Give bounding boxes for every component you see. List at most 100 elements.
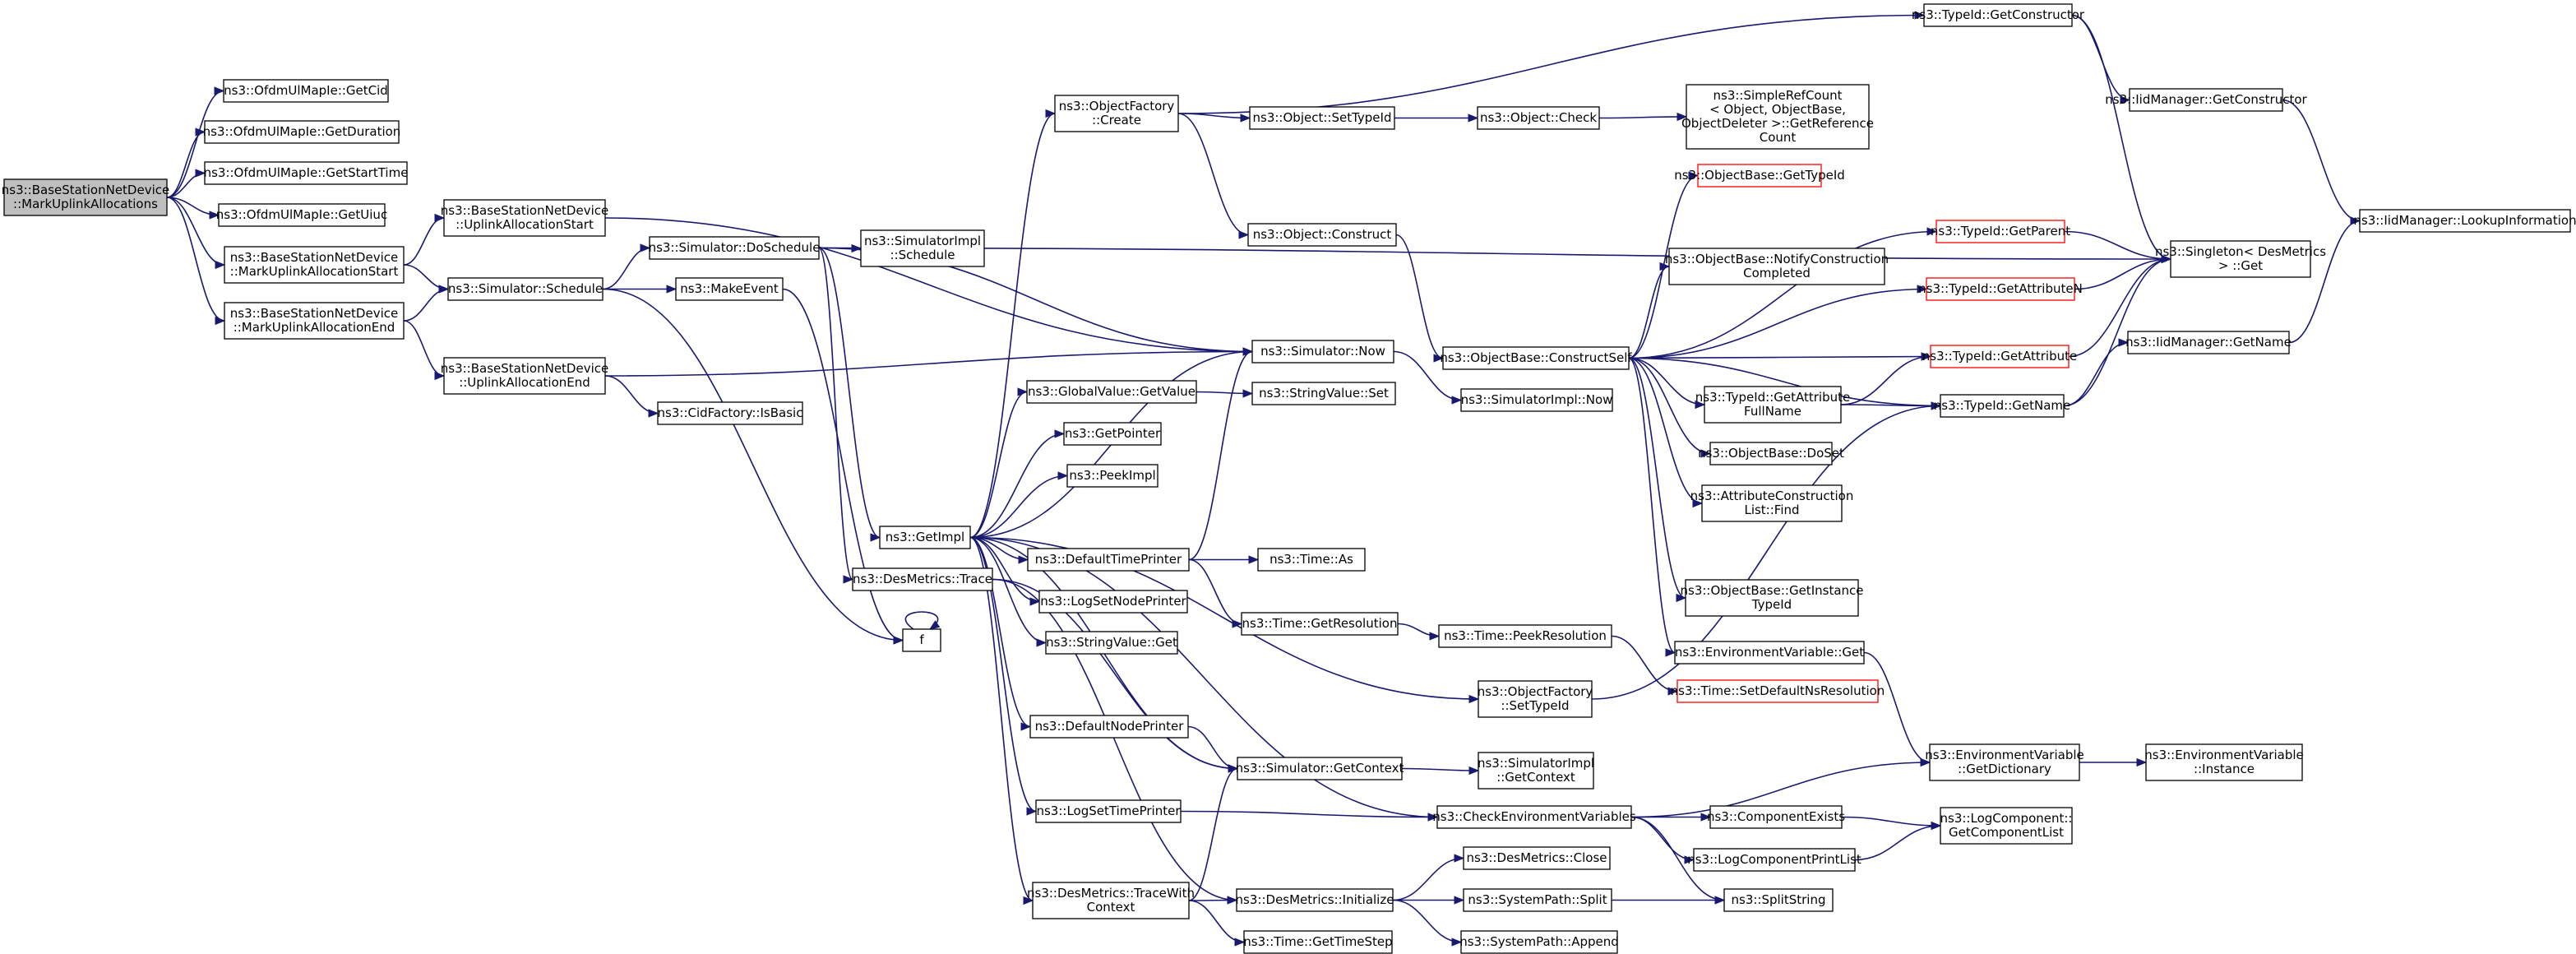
node-obgettypeid[interactable]: ns3::ObjectBase::GetTypeId (1674, 164, 1845, 188)
node-envinstance[interactable]: ns3::EnvironmentVariable::Instance (2144, 743, 2304, 781)
node-envdict[interactable]: ns3::EnvironmentVariable::GetDictionary (1925, 743, 2084, 781)
node-objcheck[interactable]: ns3::Object::Check (1477, 106, 1600, 130)
node-f[interactable]: f (902, 628, 941, 652)
node-label: ::SetTypeId (1501, 698, 1569, 713)
node-schedule[interactable]: ns3::Simulator::Schedule (447, 277, 604, 301)
node-checkenv[interactable]: ns3::CheckEnvironmentVariables (1432, 805, 1636, 829)
edge-getimpl-to-tracewithctx (969, 536, 1034, 905)
node-getpointer[interactable]: ns3::GetPointer (1063, 422, 1162, 446)
node-deftimeprinter[interactable]: ns3::DefaultTimePrinter (1027, 548, 1190, 572)
node-logcompget[interactable]: ns3::LogComponent::GetComponentList (1940, 807, 2073, 845)
node-ofcreate[interactable]: ns3::ObjectFactory::Create (1054, 95, 1179, 132)
node-setobjtypeid[interactable]: ns3::Object::SetTypeId (1249, 106, 1395, 130)
edge-ofsettypeid-to-tigetname (1591, 401, 1942, 700)
node-simplerefcount[interactable]: ns3::SimpleRefCount< Object, ObjectBase,… (1681, 84, 1874, 150)
edge-tigetconstructor-to-iidgetconstructor (2071, 14, 2131, 104)
node-label: ns3::TypeId::GetAttribute (1922, 349, 2077, 364)
node-cidisbasic[interactable]: ns3::CidFactory::IsBasic (657, 401, 803, 425)
node-label: < Object, ObjectBase, (1709, 102, 1846, 117)
node-desclose[interactable]: ns3::DesMetrics::Close (1463, 846, 1611, 870)
node-markstart[interactable]: ns3::BaseStationNetDevice::MarkUplinkAll… (224, 246, 405, 284)
node-setdefns[interactable]: ns3::Time::SetDefaultNsResolution (1671, 679, 1885, 703)
node-box (1029, 715, 1189, 739)
node-logsettime[interactable]: ns3::LogSetTimePrinter (1035, 799, 1182, 823)
node-makeevent[interactable]: ns3::MakeEvent (675, 277, 784, 301)
node-stringget[interactable]: ns3::StringValue::Get (1045, 631, 1178, 655)
node-syssplit[interactable]: ns3::SystemPath::Split (1463, 888, 1612, 912)
node-stringset[interactable]: ns3::StringValue::Set (1251, 382, 1396, 405)
node-tigetparent[interactable]: ns3::TypeId::GetParent (1931, 220, 2070, 243)
edge-constructself-to-obgetinst (1628, 357, 1687, 603)
node-iidgetconstructor[interactable]: ns3::IidManager::GetConstructor (2105, 88, 2308, 112)
node-tigetattrn[interactable]: ns3::TypeId::GetAttributeN (1918, 277, 2083, 301)
edge-peekres-to-setdefns (1611, 635, 1679, 696)
node-iidgetname[interactable]: ns3::IidManager::GetName (2125, 331, 2292, 354)
node-label: ::MarkUplinkAllocations (13, 197, 158, 211)
node-timeas[interactable]: ns3::Time::As (1257, 548, 1366, 572)
node-box (1054, 95, 1179, 132)
node-label: ns3::ComponentExists (1707, 809, 1845, 824)
node-destrace[interactable]: ns3::DesMetrics::Trace (852, 567, 993, 591)
node-iidlookup[interactable]: ns3::IidManager::LookupInformation (2353, 209, 2576, 233)
edge-constructself-to-envget (1628, 357, 1676, 657)
node-ulstart[interactable]: ns3::BaseStationNetDevice::UplinkAllocat… (441, 199, 608, 237)
node-getimpl[interactable]: ns3::GetImpl (879, 526, 971, 549)
node-constructself[interactable]: ns3::ObjectBase::ConstructSelf (1440, 346, 1632, 370)
node-logsetnode[interactable]: ns3::LogSetNodePrinter (1038, 590, 1188, 614)
node-tigetconstructor[interactable]: ns3::TypeId::GetConstructor (1912, 3, 2085, 27)
node-ulend[interactable]: ns3::BaseStationNetDevice::UplinkAllocat… (441, 357, 608, 395)
node-label: ns3::LogSetTimePrinter (1036, 803, 1181, 818)
node-label: ::UplinkAllocationStart (456, 217, 594, 232)
node-label: ns3::Simulator::GetContext (1236, 761, 1404, 776)
node-simimplschedule[interactable]: ns3::SimulatorImpl::Schedule (860, 229, 985, 267)
node-simgetctx[interactable]: ns3::Simulator::GetContext (1236, 757, 1404, 780)
node-markend[interactable]: ns3::BaseStationNetDevice::MarkUplinkAll… (224, 302, 405, 340)
node-doschedule[interactable]: ns3::Simulator::DoSchedule (649, 236, 821, 260)
node-envget[interactable]: ns3::EnvironmentVariable::Get (1674, 641, 1865, 665)
node-getres[interactable]: ns3::Time::GetResolution (1241, 612, 1399, 636)
node-singleton[interactable]: ns3::Singleton< DesMetrics> ::Get (2155, 240, 2326, 278)
edge-getimpl-to-peekimpl (969, 471, 1069, 539)
node-label: > ::Get (2218, 258, 2263, 273)
node-defnodeprinter[interactable]: ns3::DefaultNodePrinter (1029, 715, 1189, 739)
node-globalget[interactable]: ns3::GlobalValue::GetValue (1026, 380, 1197, 404)
node-box (1478, 680, 1593, 718)
edge-schedule-to-f (602, 288, 904, 645)
node-label: ns3::DesMetrics::TraceWith (1027, 886, 1195, 901)
node-notifyconstr[interactable]: ns3::ObjectBase::NotifyConstructionCompl… (1665, 248, 1889, 285)
node-obdoset[interactable]: ns3::ObjectBase::DoSet (1698, 442, 1844, 465)
node-peekimpl[interactable]: ns3::PeekImpl (1066, 464, 1159, 488)
node-logcompprint[interactable]: ns3::LogComponentPrintList (1687, 848, 1861, 872)
node-box (1236, 888, 1394, 912)
node-box (1035, 799, 1182, 823)
node-root[interactable]: ns3::BaseStationNetDevice::MarkUplinkAll… (2, 178, 169, 216)
node-box (1926, 277, 2075, 301)
node-compexists[interactable]: ns3::ComponentExists (1707, 805, 1845, 829)
node-box (649, 236, 820, 260)
edge-doschedule-to-singleton (818, 247, 2172, 264)
node-getcid[interactable]: ns3::OfdmUlMapIe::GetCid (223, 79, 389, 103)
node-getuiuc[interactable]: ns3::OfdmUlMapIe::GetUiuc (216, 203, 387, 227)
node-getduration[interactable]: ns3::OfdmUlMapIe::GetDuration (203, 120, 401, 144)
node-peekres[interactable]: ns3::Time::PeekResolution (1438, 624, 1612, 648)
node-objconstruct[interactable]: ns3::Object::Construct (1247, 223, 1397, 247)
node-simimplnow[interactable]: ns3::SimulatorImpl::Now (1460, 388, 1613, 412)
node-sysappend[interactable]: ns3::SystemPath::Append (1459, 930, 1619, 954)
node-gettimestep[interactable]: ns3::Time::GetTimeStep (1243, 930, 1393, 954)
node-label: Context (1087, 900, 1135, 915)
node-simnow[interactable]: ns3::Simulator::Now (1251, 340, 1394, 364)
node-splitstring[interactable]: ns3::SplitString (1723, 888, 1834, 912)
node-getstarttime[interactable]: ns3::OfdmUlMapIe::GetStartTime (204, 161, 409, 185)
node-tigetname[interactable]: ns3::TypeId::GetName (1934, 394, 2070, 418)
node-label: ns3::ObjectBase::GetTypeId (1674, 168, 1845, 183)
node-tigetattr[interactable]: ns3::TypeId::GetAttribute (1922, 345, 2077, 368)
node-simimplctx[interactable]: ns3::SimulatorImpl::GetContext (1478, 752, 1594, 790)
edge-constructself-to-obdoset (1628, 357, 1712, 458)
edge-objcheck-to-simplerefcount (1598, 112, 1688, 122)
node-ofsettypeid[interactable]: ns3::ObjectFactory::SetTypeId (1478, 680, 1593, 718)
node-desinit[interactable]: ns3::DesMetrics::Initialize (1236, 888, 1394, 912)
